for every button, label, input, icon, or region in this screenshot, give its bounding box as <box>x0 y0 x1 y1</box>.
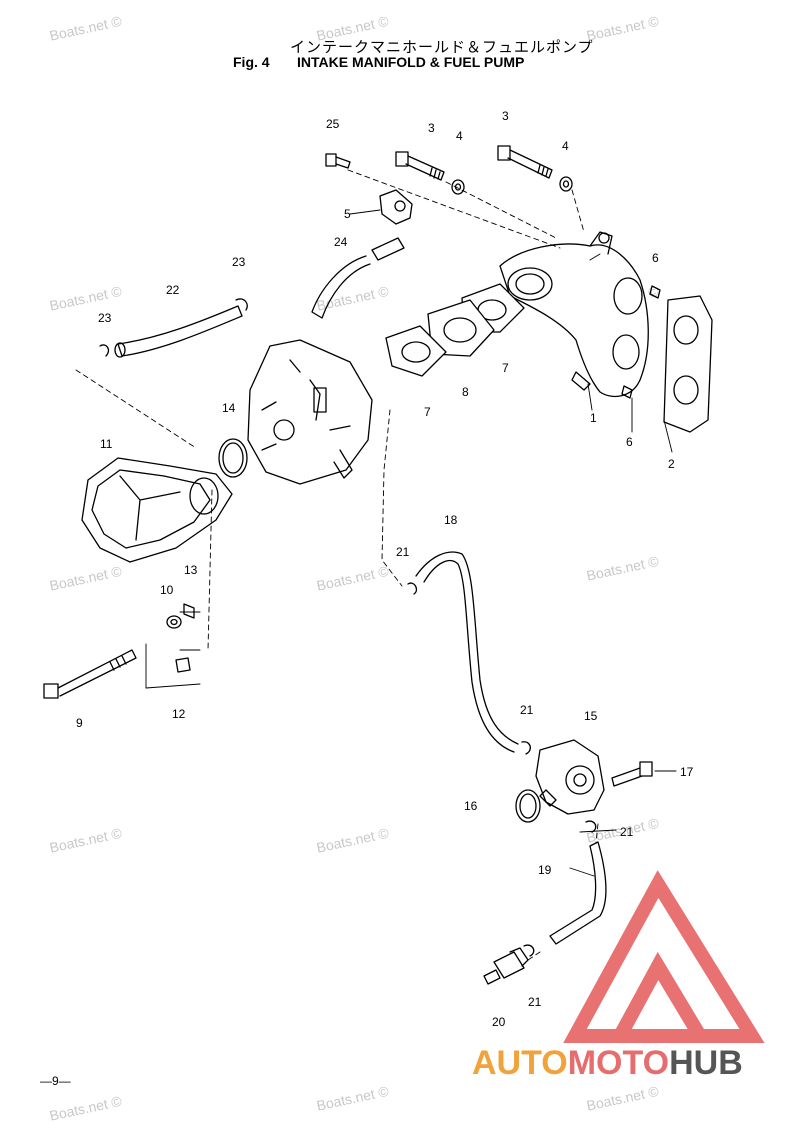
part-3-bolt-left <box>395 151 445 181</box>
callout-20: 20 <box>492 1015 506 1029</box>
logo-part-auto: AUTO <box>472 1044 568 1082</box>
callout-7: 7 <box>502 361 509 375</box>
callout-23: 23 <box>98 311 112 325</box>
callout-24: 24 <box>334 235 348 249</box>
callout-12: 12 <box>172 707 186 721</box>
callout-4: 4 <box>562 139 569 153</box>
figure-title: INTAKE MANIFOLD & FUEL PUMP <box>297 54 525 70</box>
callout-6: 6 <box>652 251 659 265</box>
part-7-gasket <box>385 325 447 377</box>
callout-3: 3 <box>502 109 509 123</box>
callout-11: 11 <box>100 437 113 451</box>
callout-13: 13 <box>184 563 198 577</box>
part-21-clip <box>523 944 535 957</box>
part-16-o-ring <box>515 789 541 823</box>
part-21-clip <box>407 582 418 595</box>
callout-23: 23 <box>232 255 246 269</box>
callout-3: 3 <box>428 121 435 135</box>
callout-17: 17 <box>680 765 694 779</box>
part-21-clip <box>521 741 532 755</box>
part-1-intake-manifold <box>499 231 649 398</box>
callout-19: 19 <box>538 863 552 877</box>
logo-part-hub: HUB <box>669 1044 743 1082</box>
callout-8: 8 <box>462 385 469 399</box>
callout-10: 10 <box>160 583 174 597</box>
page-number: —9— <box>40 1074 71 1088</box>
callout-7: 7 <box>424 405 431 419</box>
part-10-washer <box>166 615 182 629</box>
callout-16: 16 <box>464 799 478 813</box>
part-14-o-ring <box>218 438 248 478</box>
part-12-nut <box>175 657 191 673</box>
part-6-dowel <box>649 285 661 299</box>
part-19-hose <box>549 841 607 945</box>
callout-6: 6 <box>626 435 633 449</box>
callout-15: 15 <box>584 709 598 723</box>
part-22-hose <box>117 305 243 357</box>
callout-1: 1 <box>590 411 597 425</box>
callout-14: 14 <box>222 401 236 415</box>
callout-21: 21 <box>396 545 410 559</box>
part-24-hose <box>371 237 405 261</box>
logo-triangle-icon <box>563 870 765 1043</box>
callout-21: 21 <box>528 995 542 1009</box>
part-23-clip <box>99 344 110 357</box>
carburetor <box>247 339 373 485</box>
part-9-bolt <box>43 649 137 699</box>
callout-21: 21 <box>620 825 634 839</box>
part-4-washer <box>451 179 465 195</box>
part-15-fuel-pump <box>535 739 605 815</box>
part-20-fuel-strainer <box>483 947 529 985</box>
title-japanese: インテークマニホールド＆フュエルポンプ <box>290 39 594 56</box>
callout-5: 5 <box>344 207 351 221</box>
callout-numbers: 1 2 3 3 4 4 5 6 6 7 7 8 9 10 11 12 13 14… <box>76 109 694 1029</box>
callout-21: 21 <box>520 703 534 717</box>
callout-2: 2 <box>668 457 675 471</box>
part-25-bolt <box>325 153 351 169</box>
callout-18: 18 <box>444 513 458 527</box>
part-18-fuel-hose <box>415 551 519 745</box>
part-23-clip <box>235 298 248 311</box>
part-13-collar <box>183 603 195 619</box>
part-5-clamp <box>379 189 413 225</box>
part-4-washer <box>559 176 573 192</box>
part-6-dowel <box>621 385 633 399</box>
part-21-clip <box>585 820 597 833</box>
part-3-bolt-right <box>497 145 553 179</box>
figure-label: Fig. 4 <box>233 54 270 70</box>
callout-22: 22 <box>166 283 180 297</box>
part-11-silencer <box>81 457 233 563</box>
callout-4: 4 <box>456 129 463 143</box>
callout-9: 9 <box>76 716 83 730</box>
logo-part-moto: MOTO <box>567 1044 670 1082</box>
part-17-bolt <box>611 761 653 787</box>
callout-25: 25 <box>326 117 340 131</box>
automotohub-logo: AUTOMOTOHUB <box>472 1044 743 1083</box>
